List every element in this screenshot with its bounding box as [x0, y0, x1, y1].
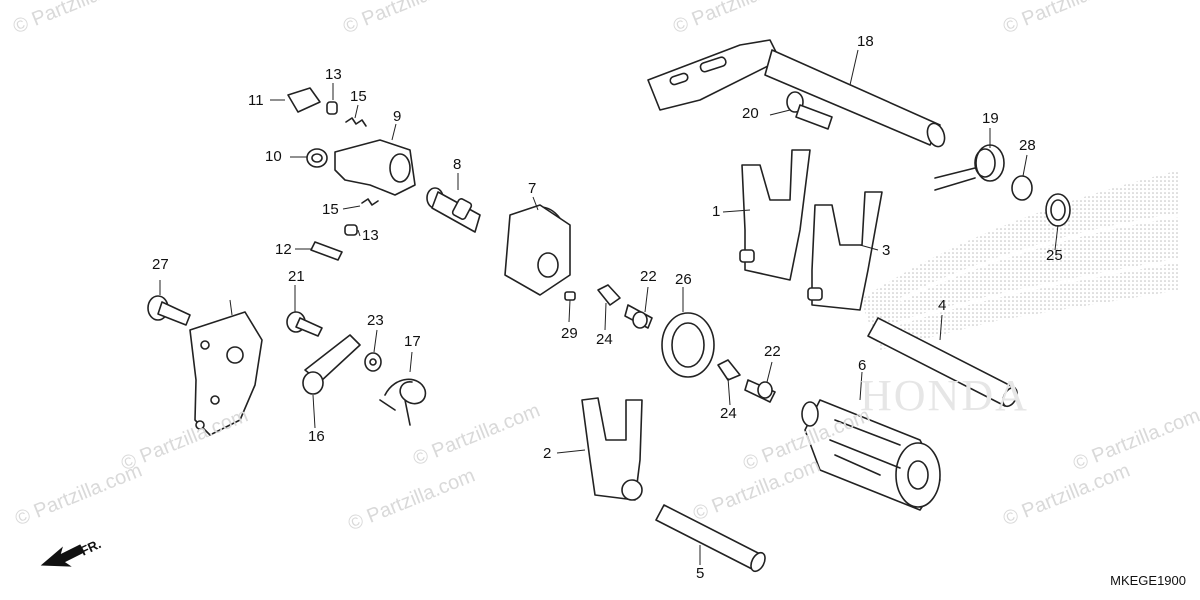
bolt-21: [286, 311, 323, 337]
callout-24-b: 24: [720, 405, 737, 422]
callout-4: 4: [938, 297, 947, 314]
pin-29: [564, 291, 576, 301]
callout-3: 3: [882, 242, 891, 259]
plate-24-a: [597, 284, 621, 306]
callout-2: 2: [543, 445, 552, 462]
shift-drum-6: [801, 399, 941, 511]
callout-22-a: 22: [640, 268, 657, 285]
callout-22-b: 22: [764, 343, 781, 360]
callout-20: 20: [742, 105, 759, 122]
callout-11: 11: [248, 92, 264, 109]
callout-28: 28: [1019, 137, 1036, 154]
callout-18: 18: [857, 33, 874, 50]
stopper-drum-7: [504, 204, 571, 296]
callout-5: 5: [696, 565, 705, 582]
callout-16: 16: [308, 428, 325, 445]
front-arrow-icon: [40, 544, 85, 567]
washer-10: [306, 148, 328, 168]
callout-10: 10: [265, 148, 282, 165]
plate-14: [189, 311, 263, 436]
washer-28: [1011, 175, 1033, 201]
washer-25: [1045, 193, 1071, 227]
shift-spindle-18: [647, 39, 946, 148]
pin-12: [310, 241, 343, 261]
shift-fork-1: [739, 149, 811, 281]
callout-29: 29: [561, 325, 578, 342]
callout-13-bottom: 13: [362, 227, 379, 244]
bolt-8: [426, 187, 481, 233]
callout-6: 6: [858, 357, 867, 374]
plate-24-b: [717, 359, 741, 381]
bolt-22-a: [624, 304, 653, 329]
callout-23: 23: [367, 312, 384, 329]
bolt-27: [147, 295, 191, 326]
fork-shaft-5: [655, 504, 766, 573]
washer-23: [364, 352, 382, 372]
callout-21: 21: [288, 268, 305, 285]
cap-13-bottom: [344, 224, 358, 236]
callout-26: 26: [675, 271, 692, 288]
stopper-arm-9: [334, 139, 416, 196]
callout-15-bottom: 15: [322, 201, 339, 218]
pin-20: [786, 91, 833, 130]
seal-26: [661, 312, 715, 378]
bolt-22-b: [744, 379, 776, 403]
block-11: [287, 87, 321, 113]
callout-19: 19: [982, 110, 999, 127]
brand-text: HONDA: [860, 371, 1029, 420]
callout-9: 9: [393, 108, 402, 125]
spring-15-bottom: [361, 198, 379, 206]
callout-7: 7: [528, 180, 537, 197]
callout-24-a: 24: [596, 331, 613, 348]
callout-15-top: 15: [350, 88, 367, 105]
callout-27: 27: [152, 256, 169, 273]
callout-8: 8: [453, 156, 462, 173]
honda-wing-logo: [860, 170, 1180, 350]
callout-12: 12: [275, 241, 292, 258]
fork-shaft-4: [867, 317, 1018, 408]
spring-19: [934, 144, 1005, 191]
shift-fork-3: [807, 191, 883, 311]
spring-17: [379, 378, 427, 426]
callout-1: 1: [712, 203, 721, 220]
cap-13-top: [326, 101, 338, 115]
callout-25: 25: [1046, 247, 1063, 264]
callout-17: 17: [404, 333, 421, 350]
callout-13-top: 13: [325, 66, 342, 83]
roller-16: [302, 334, 361, 395]
diagram-code: MKEGE1900: [1110, 573, 1186, 588]
shift-fork-2: [581, 397, 643, 501]
spring-15-top: [345, 117, 367, 127]
leader-lines: [159, 49, 1059, 565]
